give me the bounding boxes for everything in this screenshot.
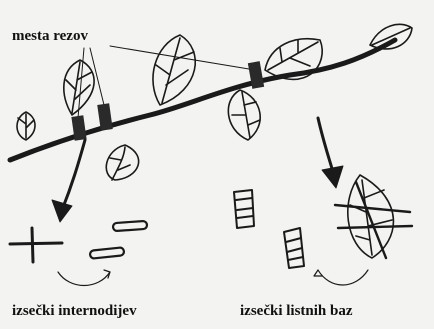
leaf	[228, 90, 260, 140]
leaf-base-segment	[284, 228, 304, 268]
leaf-base-segment	[234, 190, 254, 228]
leaf	[106, 145, 138, 180]
leaf	[370, 24, 412, 49]
cut-site-pointer-line	[110, 46, 255, 70]
cut-leaf	[335, 175, 412, 258]
curved-arrow	[318, 270, 368, 285]
internode-segment	[113, 221, 147, 231]
arrow	[318, 118, 333, 172]
label-cut-sites: mesta rezov	[12, 28, 88, 45]
stem	[10, 40, 395, 160]
internode-segment	[90, 247, 125, 259]
curved-arrowhead	[104, 270, 110, 278]
cut-site-pointer-line	[90, 48, 104, 105]
leaf	[17, 112, 35, 140]
label-internode-cuttings: izsečki internodijev	[12, 303, 137, 320]
arrowhead	[322, 166, 343, 188]
arrow	[62, 140, 85, 210]
label-leaf-base-cuttings: izsečki listnih baz	[240, 303, 353, 320]
leaf	[153, 35, 195, 105]
internode-cut-cross	[10, 228, 62, 262]
curved-arrowhead	[314, 270, 322, 276]
curved-arrow	[58, 272, 110, 286]
arrowhead	[52, 200, 72, 222]
